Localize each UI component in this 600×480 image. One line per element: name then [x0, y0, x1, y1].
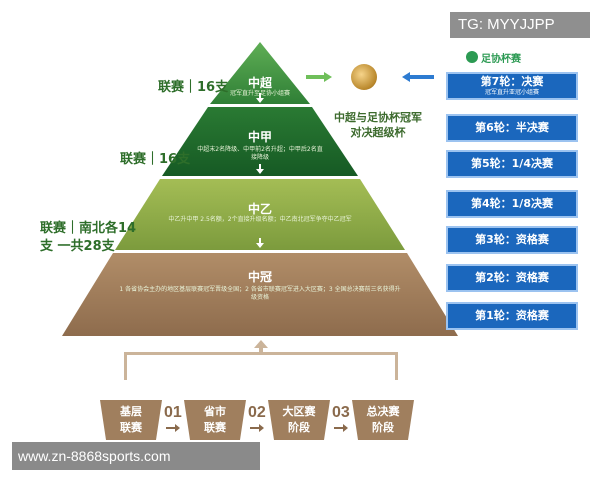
tier-guan-title: 中冠 — [247, 270, 272, 284]
stage-number-03: 03 — [332, 404, 350, 421]
bracket-up-arrow — [254, 340, 268, 354]
tier-yi-side-label: 联赛｜南北各14支 一共28支 — [40, 221, 137, 254]
stage-2-line1: 省市 — [204, 405, 226, 418]
round-box-3: 第3轮：资格赛 — [446, 226, 578, 254]
round-label-7: 第7轮：决赛 — [480, 75, 544, 88]
bracket-right — [395, 352, 398, 380]
stage-2: 省市 联赛 — [184, 400, 246, 440]
trophy-icon — [351, 64, 377, 90]
stage-shape-2 — [184, 400, 246, 440]
stage-arrow-3-icon — [334, 424, 348, 432]
round-box-7: 第7轮：决赛 冠军直升亚冠小组赛 — [446, 72, 578, 100]
tier-yi-sub: 中乙升中甲 2.5名额，2个直接升级名额；中乙南北冠军争夺中乙冠军 — [168, 216, 352, 223]
stage-3: 大区赛 阶段 — [268, 400, 330, 440]
stage-4: 总决赛 阶段 — [352, 400, 414, 440]
tier-chaoji-title: 中超 — [247, 76, 272, 90]
super-cup-caption-line2: 对决超级杯 — [350, 126, 406, 139]
stage-3-line2: 阶段 — [288, 421, 310, 434]
round-label-5: 第5轮：1/4决赛 — [471, 157, 553, 170]
round-box-1: 第1轮：资格赛 — [446, 302, 578, 330]
tier-guan-sub: 1 各省协会主办的地区基层联赛冠军晋级全国；2 各省市联赛冠军进入大区赛；3 全… — [119, 286, 401, 301]
round-box-5: 第5轮：1/4决赛 — [446, 150, 578, 178]
fa-cup-logo-icon — [466, 51, 478, 63]
stage-1-line1: 基层 — [120, 405, 142, 418]
tier-chaoji-side-label: 联赛｜16支 — [158, 80, 229, 95]
round-label-2: 第2轮：资格赛 — [475, 271, 549, 284]
fa-cup-logo-text: 足协杯赛 — [481, 53, 521, 65]
stage-shape-3 — [268, 400, 330, 440]
super-cup-caption: 中超与足协杯冠军 对决超级杯 — [318, 110, 438, 140]
arrow-left-blue-icon — [402, 72, 434, 82]
tier-jia-sub: 中超末2名降级、中甲前2名升超；中甲后2名直接降级 — [197, 146, 323, 161]
tier-arrow-2 — [256, 164, 264, 174]
tier-yi-shape — [115, 179, 405, 250]
tg-badge: TG: MYYJJPP — [450, 12, 590, 38]
stage-arrow-2-icon — [250, 424, 264, 432]
round-label-6: 第6轮：半决赛 — [475, 121, 549, 134]
tier-jia-side-label: 联赛｜16支 — [120, 152, 191, 167]
tier-jia-shape — [162, 107, 358, 176]
stage-2-line2: 联赛 — [204, 421, 226, 434]
tier-guan-shape — [62, 253, 458, 336]
stage-4-line2: 阶段 — [372, 421, 394, 434]
tier-arrow-3 — [256, 238, 264, 248]
stage-shape-1 — [100, 400, 162, 440]
round-label-3: 第3轮：资格赛 — [475, 233, 549, 246]
tier-yi-title: 中乙 — [247, 202, 272, 216]
tier-chaoji-shape — [210, 42, 310, 104]
stage-number-02: 02 — [248, 404, 266, 421]
fa-cup-logo: 足协杯赛 — [466, 48, 556, 66]
round-box-2: 第2轮：资格赛 — [446, 264, 578, 292]
super-cup-caption-line1: 中超与足协杯冠军 — [334, 111, 422, 124]
round-label-4: 第4轮：1/8决赛 — [471, 197, 553, 210]
round-sub-7: 冠军直升亚冠小组赛 — [484, 89, 539, 96]
stage-arrow-1-icon — [166, 424, 180, 432]
site-watermark: www.zn-8868sports.com — [12, 442, 260, 470]
tier-arrow-1 — [256, 93, 264, 103]
stage-4-line1: 总决赛 — [366, 405, 400, 418]
round-box-4: 第4轮：1/8决赛 — [446, 190, 578, 218]
stage-3-line1: 大区赛 — [282, 405, 316, 418]
stage-shape-4 — [352, 400, 414, 440]
bracket-left — [124, 352, 127, 380]
stage-number-01: 01 — [164, 404, 182, 421]
arrow-right-green-icon — [306, 72, 332, 82]
tier-jia-title: 中甲 — [247, 130, 272, 144]
round-box-6: 第6轮：半决赛 — [446, 114, 578, 142]
stage-1-line2: 联赛 — [120, 421, 142, 434]
tier-chaoji-sub: 冠军直升至足协小组赛 — [229, 90, 290, 97]
stage-1: 基层 联赛 — [100, 400, 162, 440]
round-label-1: 第1轮：资格赛 — [475, 309, 549, 322]
